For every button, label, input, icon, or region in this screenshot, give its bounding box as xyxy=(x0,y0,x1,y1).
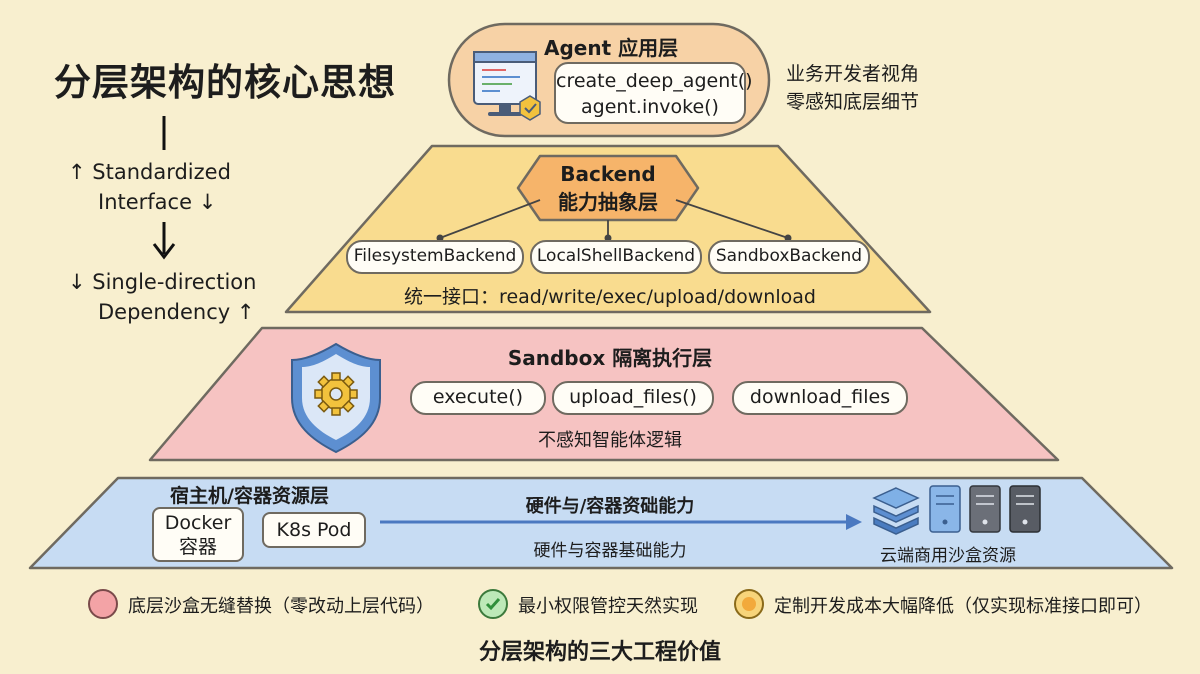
stack-layers-icon xyxy=(872,487,920,535)
legend-footer: 分层架构的三大工程价值 xyxy=(478,640,721,665)
legend-check-icon xyxy=(478,589,508,619)
docker-box: Docker 容器 xyxy=(152,507,244,562)
agent-note-line1: 业务开发者视角 xyxy=(786,63,920,85)
filesystem-backend-pill: FilesystemBackend xyxy=(346,240,524,274)
interface-label-line2: Interface ↓ xyxy=(98,190,217,214)
monitor-code-icon xyxy=(473,51,541,121)
agent-code-line1: create_deep_agent() xyxy=(556,70,753,92)
agent-note-line2: 零感知底层细节 xyxy=(786,91,920,113)
upload-files-pill: upload_files() xyxy=(552,381,714,415)
down-arrow-icon xyxy=(152,222,176,260)
dependency-label-line2: Dependency ↑ xyxy=(98,300,255,324)
dependency-label-line1: ↓ Single-direction xyxy=(68,270,257,294)
host-arrow-bottom-label: 硬件与容器基础能力 xyxy=(533,541,687,561)
backend-interface-text: 统一接口：read/write/exec/upload/download xyxy=(404,286,816,308)
connector-filesystem xyxy=(439,199,541,239)
agent-note: 业务开发者视角 零感知底层细节 xyxy=(786,60,919,116)
execute-pill: execute() xyxy=(410,381,546,415)
legend-item-1: 底层沙盒无缝替换（零改动上层代码） xyxy=(128,596,434,617)
docker-label-line2: 容器 xyxy=(178,536,217,558)
download-files-pill: download_files xyxy=(732,381,908,415)
legend-yellow-inner xyxy=(742,597,756,611)
sandbox-layer-title: Sandbox 隔离执行层 xyxy=(507,346,713,370)
localshell-backend-pill: LocalShellBackend xyxy=(530,240,702,274)
agent-code-box: create_deep_agent() agent.invoke() xyxy=(554,62,753,124)
backend-title: Backend 能力抽象层 xyxy=(518,160,698,216)
cloud-sandbox-label: 云端商用沙盒资源 xyxy=(880,546,1016,566)
server-grey-icon xyxy=(969,485,1001,533)
legend-item-2: 最小权限管控天然实现 xyxy=(518,596,698,617)
server-blue-icon xyxy=(929,485,961,533)
interface-label-line1: ↑ Standardized xyxy=(68,160,231,184)
server-dark-icon xyxy=(1009,485,1041,533)
agent-layer-title: Agent 应用层 xyxy=(544,36,679,60)
flow-arrow xyxy=(380,514,862,530)
docker-label-line1: Docker xyxy=(164,512,232,534)
connector-sandbox xyxy=(675,199,789,239)
legend-red-dot-icon xyxy=(88,589,118,619)
k8s-pod-box: K8s Pod xyxy=(262,512,366,548)
check-mark xyxy=(485,598,501,611)
sandbox-layer-note: 不感知智能体逻辑 xyxy=(538,430,682,451)
main-title: 分层架构的核心思想 xyxy=(54,61,396,104)
agent-code-line2: agent.invoke() xyxy=(581,96,719,118)
backend-title-line1: Backend xyxy=(560,162,656,186)
sandbox-backend-pill: SandboxBackend xyxy=(708,240,870,274)
shield-gear-icon xyxy=(291,342,381,454)
host-layer-title: 宿主机/容器资源层 xyxy=(170,485,329,507)
legend-yellow-dot-icon xyxy=(734,589,764,619)
host-arrow-top-label: 硬件与/容器资础能力 xyxy=(525,496,695,517)
backend-hexagon xyxy=(516,154,700,222)
backend-title-line2: 能力抽象层 xyxy=(558,190,658,214)
legend-item-3: 定制开发成本大幅降低（仅实现标准接口即可） xyxy=(774,596,1152,617)
